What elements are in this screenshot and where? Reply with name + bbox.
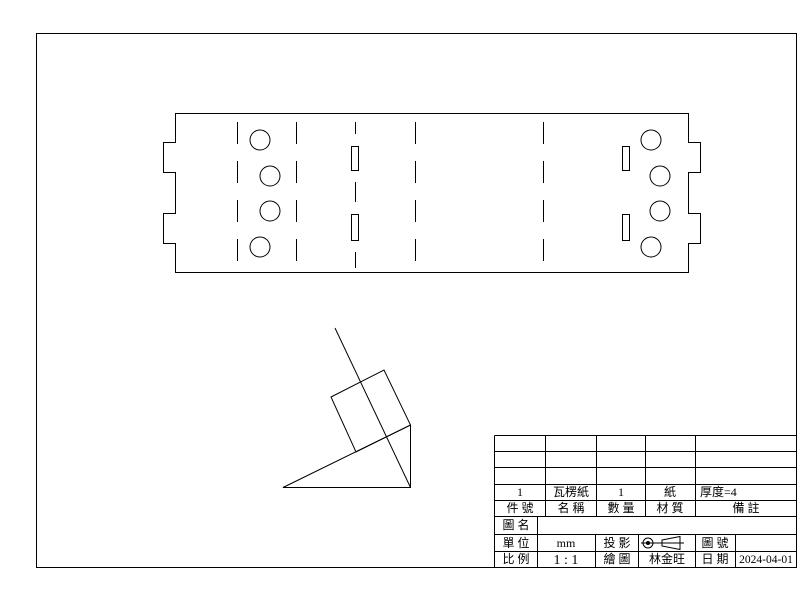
slot [351,146,359,171]
projection-symbol-cone [661,535,681,551]
hole [249,129,271,151]
remarks-value: 厚度=4 [700,484,737,499]
title-block: 1 瓦楞紙 1 紙 厚度=4 件 號 名 稱 數 量 材 質 備 註 圖 名 單… [494,435,797,568]
projection-symbol-outer-circle [642,537,654,549]
slot [622,214,630,241]
date-label: 日 期 [701,552,728,566]
side-view-triangle [282,424,411,488]
remarks-header: 備 註 [732,500,759,515]
unit-value: mm [557,536,576,550]
quantity-header: 數 量 [607,501,634,515]
sheet-border [36,33,797,568]
unit-label: 單 位 [502,535,529,550]
projection-label: 投 影 [603,535,630,550]
part-number-header: 件 號 [506,501,533,515]
slot [622,146,630,171]
hole [259,200,281,222]
drawn-by-label: 繪 圖 [603,551,630,566]
side-view-rectangle [330,369,412,453]
part-name-value: 瓦楞紙 [553,484,589,499]
slot [351,214,359,241]
hole [259,165,281,187]
scale-label: 比 例 [502,552,529,566]
material-header: 材 質 [656,500,683,515]
material-value: 紙 [664,484,676,499]
projection-symbol-icon [641,535,684,551]
projection-symbol-inner-circle [646,541,650,545]
part-number-value: 1 [517,485,523,499]
side-view-centerline [334,327,411,488]
flat-pattern-outline [163,113,701,273]
side-view [282,327,412,488]
hole [640,236,662,258]
drawn-by-value: 林金旺 [649,551,685,566]
scale-value: 1 : 1 [554,553,579,568]
quantity-value: 1 [618,485,624,499]
hole [249,236,271,258]
drawing-number-label: 圖 號 [701,536,728,550]
hole [649,200,671,222]
hole [640,129,662,151]
title-block-grid [494,435,797,568]
part-name-header: 名 稱 [557,500,584,515]
hole [649,165,671,187]
date-value: 2024-04-01 [739,554,793,566]
drawing-name-label: 圖 名 [502,517,529,532]
flat-pattern-view [163,113,701,273]
